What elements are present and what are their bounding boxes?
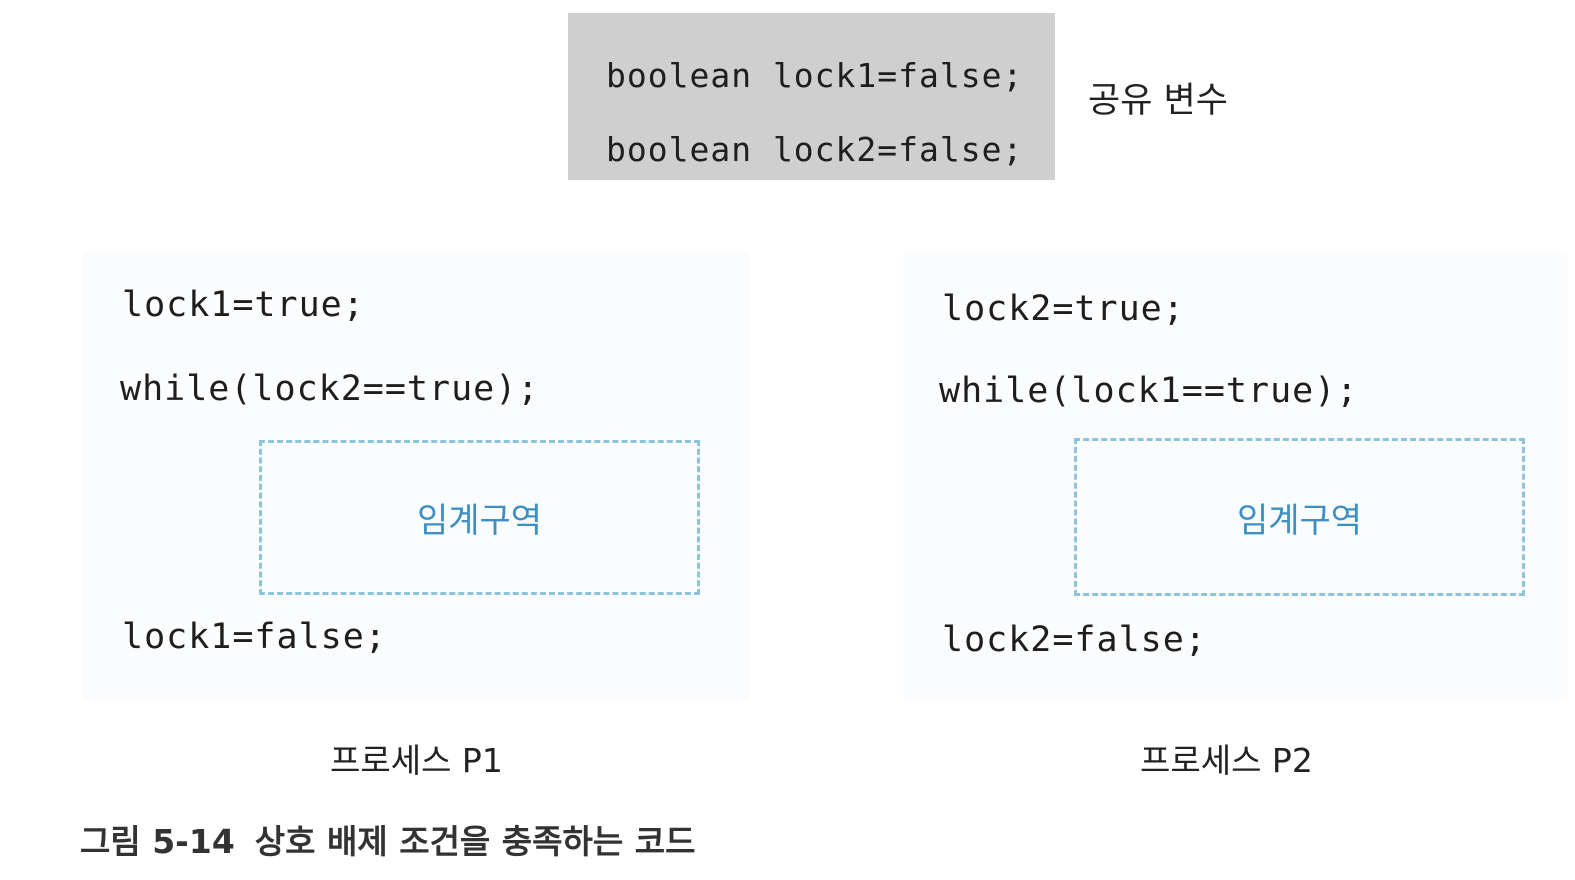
process-p2-panel [903,250,1567,702]
figure-title: 상호 배제 조건을 충족하는 코드 [254,822,696,861]
shared-variables-box: boolean lock1=false; boolean lock2=false… [568,13,1055,180]
p2-critical-section-label: 임계구역 [1236,500,1363,541]
figure-number: 그림 5-14 [80,822,235,861]
p1-critical-section-label: 임계구역 [416,501,543,541]
p1-critical-section-box: 임계구역 [259,440,700,595]
figure-caption: 그림 5-14 상호 배제 조건을 충족하는 코드 [80,815,695,863]
process-p1-panel [82,250,750,702]
shared-var-line-lock1: boolean lock1=false; [606,56,1024,95]
p1-set-lock-line: lock1=true; [122,285,365,325]
process-p1-caption: 프로세스 P1 [330,741,503,780]
shared-variables-label: 공유 변수 [1088,81,1228,121]
p2-release-lock-line: lock2=false; [942,620,1207,660]
process-p2-caption: 프로세스 P2 [1140,741,1313,780]
p2-critical-section-box: 임계구역 [1074,438,1525,596]
p1-release-lock-line: lock1=false; [122,617,387,657]
p2-while-line: while(lock1==true); [939,371,1359,411]
p1-while-line: while(lock2==true); [120,369,540,409]
p2-set-lock-line: lock2=true; [942,289,1185,329]
shared-var-line-lock2: boolean lock2=false; [606,130,1024,169]
